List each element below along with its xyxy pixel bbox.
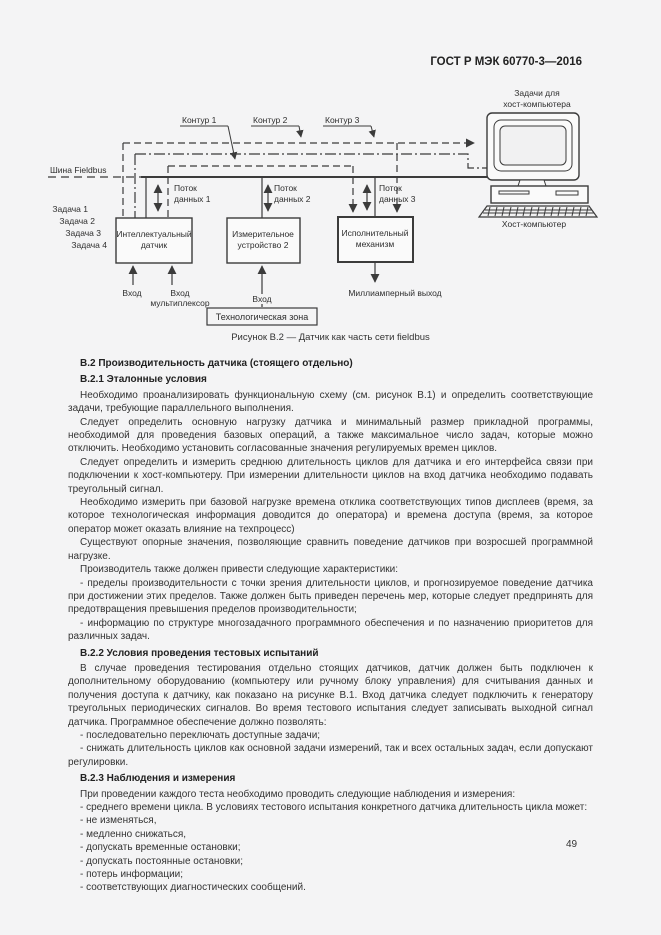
sensor-connections — [122, 143, 169, 218]
sensor-inputs — [128, 265, 177, 285]
measuring-device-label2: устройство 2 — [238, 240, 289, 250]
monitor-stand — [517, 179, 547, 187]
task-4-label: Задача 4 — [71, 240, 107, 250]
section-heading: В.2 Производительность датчика (стоящего… — [80, 358, 353, 369]
section-heading: В.2.3 Наблюдения и измерения — [80, 773, 236, 785]
task-3-label: Задача 3 — [65, 228, 101, 238]
paragraph: Производитель также должен привести след… — [80, 564, 399, 576]
contour-2-line — [135, 153, 487, 169]
contour-2-label: Контур 2 — [253, 115, 288, 125]
paragraph: - среднего времени цикла. В условиях тес… — [80, 802, 588, 813]
document-header: ГОСТ Р МЭК 60770-3—2016 — [430, 56, 582, 68]
paragraph: Необходимо измерить при базовой нагрузке… — [68, 497, 593, 535]
paragraph: Следует определить основную нагрузку дат… — [68, 416, 593, 455]
host-tasks-label: Задачи для — [514, 88, 560, 98]
task-labels: Задача 1 Задача 2 Задача 3 Задача 4 — [52, 204, 107, 250]
section-heading: В.2.2 Условия проведения тестовых испыта… — [80, 647, 319, 659]
paragraph: - соответствующих диагностических сообще… — [80, 882, 306, 894]
paragraph: Следует определить и измерить среднюю дл… — [68, 456, 593, 495]
contour-lines — [123, 138, 487, 169]
data-flow-2-label: Поток — [274, 183, 297, 193]
measuring-device-label: Измерительное — [232, 229, 294, 239]
contour-3-label: Контур 3 — [325, 115, 360, 125]
measuring-device-box — [226, 217, 301, 264]
data-flow-3-label2: данных 3 — [379, 194, 416, 204]
smart-sensor-label: Интеллектуальный — [116, 229, 192, 239]
data-flow-3-label: Поток — [379, 183, 402, 193]
device-input-label: Вход — [252, 294, 271, 304]
milliamp-output-label: Миллиамперный выход — [348, 288, 441, 298]
document-body: В.2 Производительность датчика (стоящего… — [68, 354, 593, 895]
paragraph: - последовательно переключать доступные … — [80, 729, 321, 741]
input-mux-label2: мультиплексор — [150, 298, 210, 308]
page-number: 49 — [566, 839, 578, 850]
actuator-connections — [348, 143, 402, 217]
paragraph: В случае проведения тестирования отдельн… — [68, 662, 593, 728]
paragraph: - снижать длительность циклов как основн… — [68, 743, 593, 768]
paragraph: - медленно снижаться, — [80, 828, 187, 840]
figure-caption: Рисунок В.2 — Датчик как часть сети fiel… — [231, 332, 430, 343]
host-tasks-label2: хост-компьютера — [503, 99, 571, 109]
device-connections — [261, 177, 273, 218]
section-heading: В.2.1 Эталонные условия — [80, 374, 207, 386]
tech-zone-box — [206, 307, 318, 326]
smart-sensor-box — [115, 217, 193, 264]
paragraph: - потерь информации; — [80, 869, 184, 881]
contour-labels: Контур 1 Контур 2 Контур 3 — [180, 115, 376, 160]
paragraph: Необходимо проанализировать функциональн… — [68, 389, 593, 415]
paragraph: - допускать временные остановки; — [80, 842, 241, 854]
task-1-label: Задача 1 — [52, 204, 88, 214]
paragraph: Существуют опорные значения, позволяющие… — [68, 537, 593, 562]
data-flow-1-label2: данных 1 — [174, 194, 211, 204]
paragraph: - не изменяться, — [80, 815, 157, 827]
smart-sensor-label2: датчик — [141, 240, 168, 250]
tech-zone-label: Технологическая зона — [216, 312, 308, 322]
host-computer-label: Хост-компьютер — [502, 219, 566, 229]
contour-1-label: Контур 1 — [182, 115, 217, 125]
system-unit — [490, 185, 589, 204]
input-mux-label: Вход — [170, 288, 189, 298]
fieldbus-label: Шина Fieldbus — [50, 165, 106, 175]
fieldbus-diagram: Контур 1 Контур 2 Контур 3 Шина Fieldbus… — [48, 88, 599, 326]
figure-b2: Контур 1 Контур 2 Контур 3 Шина Fieldbus… — [40, 85, 600, 335]
data-flow-2-label2: данных 2 — [274, 194, 311, 204]
paragraph: - пределы производительности с точки зре… — [68, 577, 593, 616]
input-label: Вход — [122, 288, 141, 298]
monitor-screen — [499, 125, 567, 166]
data-flow-1-label: Поток — [174, 183, 197, 193]
host-computer-icon — [477, 112, 599, 218]
actuator-label: Исполнительный — [341, 228, 408, 238]
task-2-label: Задача 2 — [59, 216, 95, 226]
paragraph: При проведении каждого теста необходимо … — [80, 788, 516, 800]
paragraph: - информацию по структуре многозадачного… — [68, 617, 593, 643]
paragraph: - допускать постоянные остановки; — [80, 855, 244, 867]
actuator-label2: механизм — [356, 239, 395, 249]
